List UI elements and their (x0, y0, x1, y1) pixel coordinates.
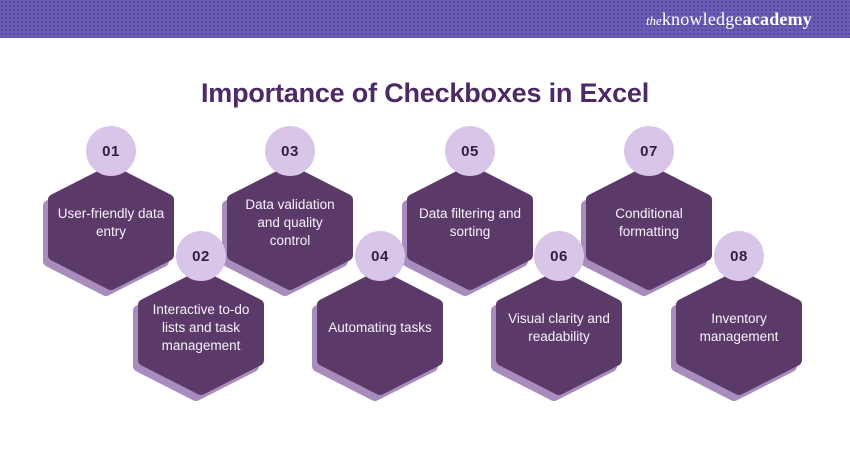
number-badge: 04 (355, 231, 405, 281)
number-badge: 01 (86, 126, 136, 176)
logo-the: the (645, 12, 662, 28)
hexagon-item-4: 04 Automating tasks (312, 231, 448, 409)
logo-academy: academy (742, 8, 812, 29)
hexagon-shape-icon (222, 165, 353, 296)
number-badge: 03 (265, 126, 315, 176)
hexagon-item-2: 02 Interactive to-do lists and task mana… (133, 231, 269, 409)
hexagon-shape-icon (402, 165, 533, 296)
hexagon-item-6: 06 Visual clarity and readability (491, 231, 627, 409)
hexagon-label: Conditional formatting (615, 206, 683, 239)
hexagon-label: Data validation and quality control (245, 197, 335, 248)
hexagon-label: Visual clarity and readability (508, 311, 610, 344)
logo-knowledge: knowledge (661, 8, 743, 29)
hexagon-shape-icon (312, 270, 443, 401)
number-badge: 05 (445, 126, 495, 176)
hexagon-shape-icon (133, 270, 264, 401)
hexagon-item-1: 01 User-friendly data entry (43, 126, 179, 304)
hexagon-label: Data filtering and sorting (418, 206, 522, 239)
number-badge: 02 (176, 231, 226, 281)
hexagon-label: Automating tasks (328, 320, 432, 336)
hexagon-label: Inventory management (699, 311, 779, 344)
hexagon-item-8: 08 Inventory management (671, 231, 807, 409)
number-badge: 08 (714, 231, 764, 281)
hexagon-shape-icon (581, 165, 712, 296)
number-badge: 06 (534, 231, 584, 281)
hexagon-item-5: 05 Data filtering and sorting (402, 126, 538, 304)
hexagon-shape-icon (671, 270, 802, 401)
number-badge: 07 (624, 126, 674, 176)
hexagon-item-3: 03 Data validation and quality control (222, 126, 358, 304)
hexagon-shape-icon (491, 270, 622, 401)
hexagon-label: User-friendly data entry (57, 206, 165, 239)
hexagon-label: Interactive to-do lists and task managem… (152, 302, 250, 353)
hexagon-item-7: 07 Conditional formatting (581, 126, 717, 304)
page-title: Importance of Checkboxes in Excel (200, 78, 650, 109)
hexagon-shape-icon (43, 165, 174, 296)
